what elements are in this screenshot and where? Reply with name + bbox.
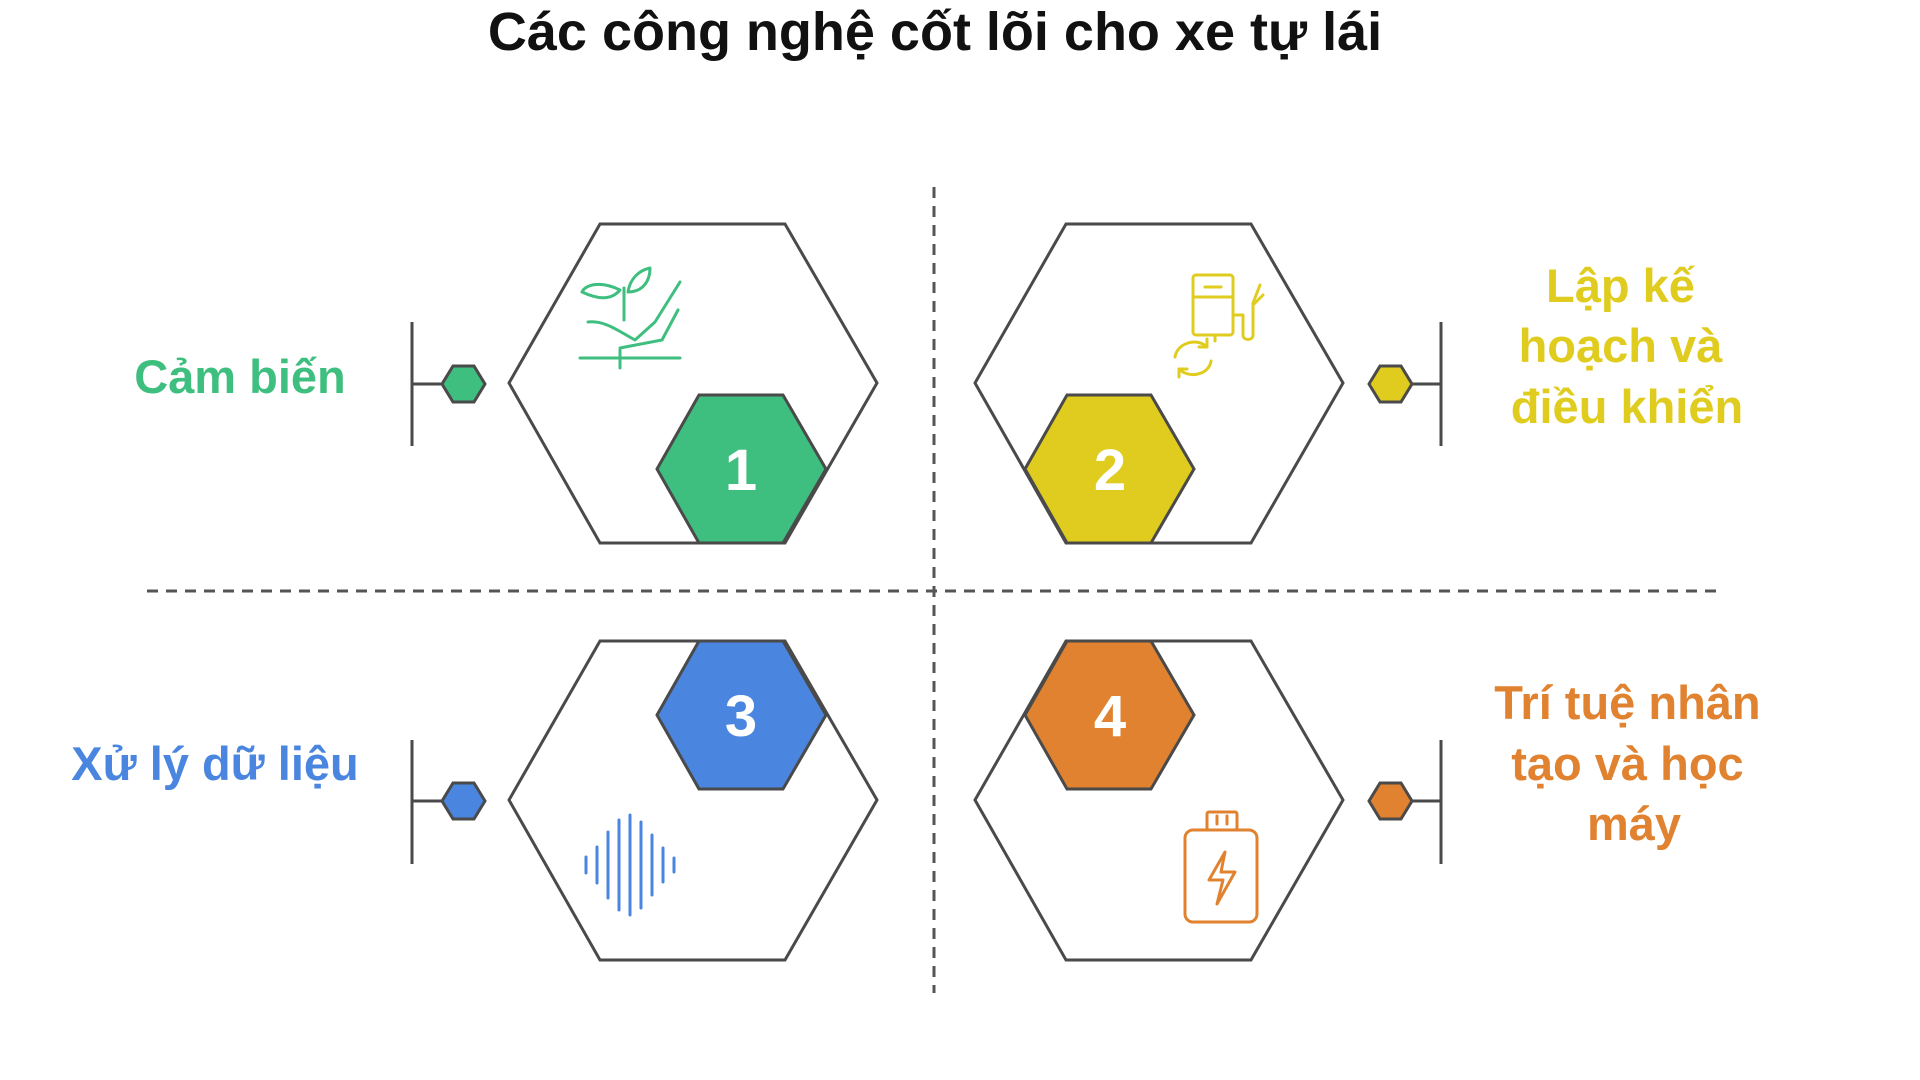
item-4-number-badge [1023,639,1196,791]
item-1-connector [410,322,487,446]
item-4: 4 Trí tuệ nhân tạo và học máy [973,639,1773,962]
item-1-label: Cảm biến [134,350,346,403]
item-1-number-badge [655,393,828,545]
item-1-number: 1 [725,438,757,503]
item-2-label: Lập kế hoạch và điều khiển [1511,259,1743,433]
item-2: 2 Lập kế hoạch và điều khiển [973,222,1743,545]
item-4-label: Trí tuệ nhân tạo và học máy [1494,676,1773,850]
item-1-marker [440,364,487,404]
item-4-connector [1367,740,1443,864]
item-3-label: Xử lý dữ liệu [71,737,358,790]
item-3-number-badge [655,639,828,791]
item-3-number: 3 [725,684,757,749]
battery-charge-icon [1183,810,1259,924]
item-3-connector [410,740,487,864]
sound-wave-icon [584,813,676,917]
item-2-marker [1367,364,1414,404]
item-2-connector [1367,322,1443,446]
page-title: Các công nghệ cốt lõi cho xe tự lái [488,2,1382,62]
fuel-station-refresh-icon [1173,273,1265,379]
item-3-marker [440,781,487,821]
plant-hand-icon [578,266,682,370]
item-2-number: 2 [1094,438,1126,503]
item-3: 3 Xử lý dữ liệu [71,639,879,962]
item-1: 1 Cảm biến [134,222,879,545]
item-4-number: 4 [1094,684,1126,749]
item-2-number-badge [1023,393,1196,545]
item-4-marker [1367,781,1414,821]
